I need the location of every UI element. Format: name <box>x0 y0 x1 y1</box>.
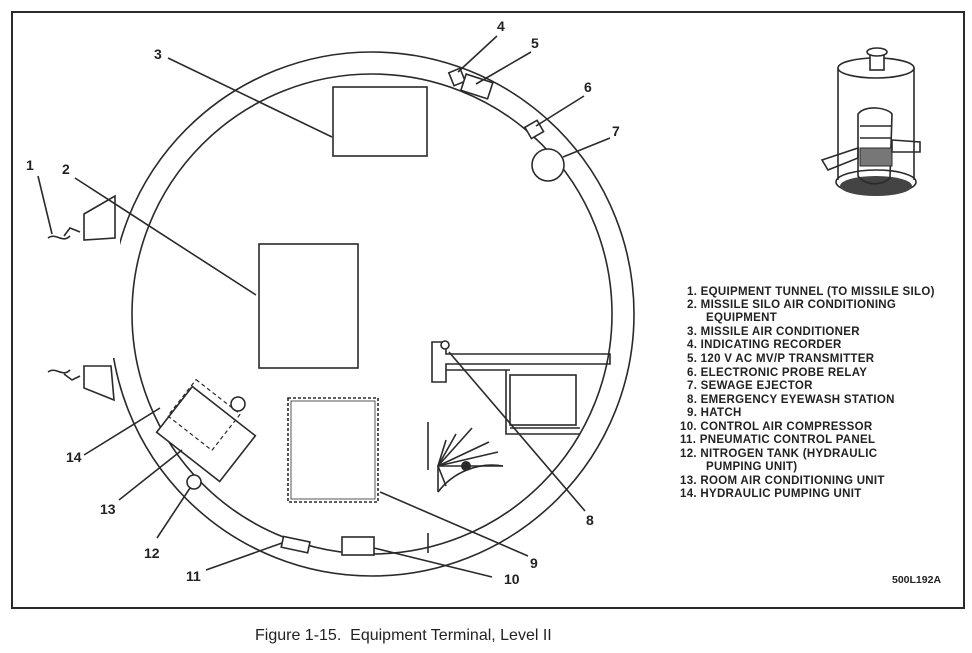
callout-13: 13 <box>100 501 116 517</box>
legend-item-5: 5. 120 V AC MV/P TRANSMITTER <box>687 353 875 365</box>
callout-12: 12 <box>144 545 160 561</box>
callout-10: 10 <box>504 571 520 587</box>
floor-drain <box>230 396 246 412</box>
legend-item-2-cont: EQUIPMENT <box>706 312 777 324</box>
legend-item-12-cont: PUMPING UNIT) <box>706 461 797 473</box>
legend-item-13: 13. ROOM AIR CONDITIONING UNIT <box>680 475 885 487</box>
legend-item-10: 10. CONTROL AIR COMPRESSOR <box>680 421 873 433</box>
legend-item-8: 8. EMERGENCY EYEWASH STATION <box>687 394 895 406</box>
hatch <box>287 397 379 503</box>
legend-item-6: 6. ELECTRONIC PROBE RELAY <box>687 367 867 379</box>
legend-item-2: 2. MISSILE SILO AIR CONDITIONING <box>687 299 896 311</box>
callout-1: 1 <box>26 157 34 173</box>
equipment-tunnel <box>47 194 116 402</box>
indicating-recorder <box>447 67 467 87</box>
callout-2: 2 <box>62 161 70 177</box>
callout-5: 5 <box>531 35 539 51</box>
callout-6: 6 <box>584 79 592 95</box>
callout-4: 4 <box>497 18 505 34</box>
leader-lines <box>37 35 611 578</box>
missile-air-conditioner <box>332 86 428 157</box>
legend-item-3: 3. MISSILE AIR CONDITIONER <box>687 326 860 338</box>
spiral-stair <box>427 422 504 493</box>
callout-7: 7 <box>612 123 620 139</box>
emergency-eyewash-station <box>431 340 611 435</box>
callout-3: 3 <box>154 46 162 62</box>
legend-item-4: 4. INDICATING RECORDER <box>687 339 842 351</box>
callout-9: 9 <box>530 555 538 571</box>
pneumatic-control-panel <box>280 535 311 554</box>
control-air-compressor <box>341 536 375 556</box>
missile-silo-ac-equipment <box>258 243 359 369</box>
nitrogen-tank <box>186 474 202 490</box>
room-air-conditioning-unit <box>155 385 257 483</box>
legend: 1. EQUIPMENT TUNNEL (TO MISSILE SILO) 2.… <box>680 286 935 500</box>
legend-item-11: 11. PNEUMATIC CONTROL PANEL <box>680 434 875 446</box>
mvp-transmitter <box>459 73 494 100</box>
legend-item-7: 7. SEWAGE EJECTOR <box>687 380 813 392</box>
callout-14: 14 <box>66 449 82 465</box>
legend-item-1: 1. EQUIPMENT TUNNEL (TO MISSILE SILO) <box>687 286 935 298</box>
sewage-ejector <box>531 148 565 182</box>
callout-11: 11 <box>186 568 201 584</box>
figure-frame <box>11 11 965 609</box>
isometric-inset-view <box>820 47 921 196</box>
legend-item-12: 12. NITROGEN TANK (HYDRAULIC <box>680 448 877 460</box>
legend-item-14: 14. HYDRAULIC PUMPING UNIT <box>680 488 862 500</box>
legend-item-9: 9. HATCH <box>687 407 742 419</box>
drawing-code: 500L192A <box>892 574 941 586</box>
figure-caption: Figure 1-15. Equipment Terminal, Level I… <box>255 627 552 644</box>
callout-8: 8 <box>586 512 594 528</box>
